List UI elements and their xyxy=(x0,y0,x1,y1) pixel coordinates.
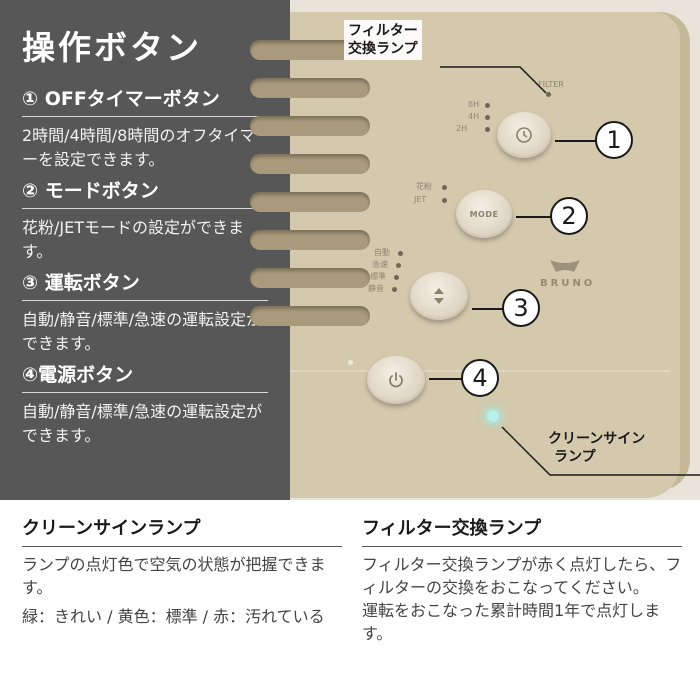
callout-line xyxy=(429,378,463,380)
filter-lamp-column: フィルター交換ランプ フィルター交換ランプが赤く点灯したら、フィルターの交換をお… xyxy=(362,516,682,651)
callout-3: 3 xyxy=(502,289,540,327)
grille-slat xyxy=(250,154,370,174)
clean-note-line2: ランプ xyxy=(554,449,596,465)
grille-slat xyxy=(250,230,370,250)
filter-lamp-para1: フィルター交換ランプが赤く点灯したら、フィルターの交換をおこなってください。 xyxy=(362,555,682,597)
timer-led xyxy=(485,115,490,120)
bottom-section: クリーンサインランプ ランプの点灯色で空気の状態が把握できます。 緑：きれい /… xyxy=(0,500,700,690)
callout-line xyxy=(516,216,552,218)
section-body: 花粉/JETモードの設定ができます。 xyxy=(22,218,244,261)
operation-panel: 操作ボタン ① OFFタイマーボタン 2時間/4時間/8時間のオフタイマーを設定… xyxy=(0,0,290,500)
clean-note-line1: クリーンサイン xyxy=(548,431,646,447)
speed-label-standard: 標準 xyxy=(370,272,386,281)
clean-sign-body: ランプの点灯色で空気の状態が把握できます。 緑：きれい / 黄色：標準 / 赤：… xyxy=(22,553,342,628)
callout-4: 4 xyxy=(461,359,499,397)
mode-led xyxy=(442,185,447,190)
clock-icon xyxy=(516,127,532,143)
section-heading: ② モードボタン xyxy=(22,178,268,209)
grille-slat xyxy=(250,192,370,212)
panel-title: 操作ボタン xyxy=(22,28,202,67)
clean-pointer-line xyxy=(501,426,700,476)
run-button[interactable] xyxy=(410,272,468,320)
callout-line xyxy=(472,308,504,310)
speed-led xyxy=(394,275,399,280)
brand-logo-mark xyxy=(550,260,580,272)
section-mode: ② モードボタン 花粉/JETモードの設定ができます。 xyxy=(22,178,268,264)
filter-lamp-note: フィルター 交換ランプ xyxy=(344,20,422,60)
filter-led xyxy=(546,92,551,97)
power-button[interactable] xyxy=(367,356,425,404)
section-body: 自動/静音/標準/急速の運転設定ができます。 xyxy=(22,310,263,353)
grille-slat xyxy=(250,40,370,60)
section-body: 2時間/4時間/8時間のオフタイマーを設定できます。 xyxy=(22,126,256,169)
timer-led xyxy=(485,103,490,108)
speed-led xyxy=(396,263,401,268)
clean-sign-para1: ランプの点灯色で空気の状態が把握できます。 xyxy=(22,555,326,597)
filter-note-line2: 交換ランプ xyxy=(348,41,418,57)
speed-led xyxy=(398,251,403,256)
grille-slat xyxy=(250,268,370,288)
section-heading: ③ 運転ボタン xyxy=(22,270,268,301)
section-run: ③ 運転ボタン 自動/静音/標準/急速の運転設定ができます。 xyxy=(22,270,268,356)
filter-indicator-label: FILTER xyxy=(538,80,564,89)
section-heading: ④電源ボタン xyxy=(22,362,268,393)
callout-1: 1 xyxy=(595,121,633,159)
brand-name: BRUNO xyxy=(540,278,596,289)
speed-label-turbo: 急速 xyxy=(372,260,388,269)
grille-slat xyxy=(250,78,370,98)
filter-note-line1: フィルター xyxy=(348,23,418,39)
grille-slat xyxy=(250,116,370,136)
speed-label-quiet: 静音 xyxy=(368,284,384,293)
power-icon xyxy=(389,372,403,388)
mode-label-jet: JET xyxy=(414,195,427,204)
callout-2: 2 xyxy=(550,197,588,235)
clean-sign-column: クリーンサインランプ ランプの点灯色で空気の状態が把握できます。 緑：きれい /… xyxy=(22,516,342,634)
filter-lamp-body: フィルター交換ランプが赤く点灯したら、フィルターの交換をおこなってください。 運… xyxy=(362,553,682,645)
mode-button[interactable]: MODE xyxy=(456,190,512,238)
top-section: 操作ボタン ① OFFタイマーボタン 2時間/4時間/8時間のオフタイマーを設定… xyxy=(0,0,700,500)
timer-led xyxy=(485,127,490,132)
clean-lamp-note: クリーンサイン ランプ xyxy=(544,428,649,468)
air-grille xyxy=(250,40,370,340)
section-body: 自動/静音/標準/急速の運転設定ができます。 xyxy=(22,402,263,445)
speed-led xyxy=(392,287,397,292)
timer-label-4h: 4H xyxy=(468,112,480,121)
clean-sign-para2: 緑：きれい / 黄色：標準 / 赤：汚れている xyxy=(22,607,325,626)
timer-label-8h: 8H xyxy=(468,100,480,109)
speed-label-auto: 自動 xyxy=(374,248,390,257)
device-photo: FILTER 8H 4H 2H 花粉 JET MODE 自動 急速 標準 静音 xyxy=(250,0,700,500)
up-down-arrow-icon xyxy=(434,288,444,304)
power-led xyxy=(348,360,353,365)
section-power: ④電源ボタン 自動/静音/標準/急速の運転設定ができます。 xyxy=(22,362,268,448)
clean-sign-heading: クリーンサインランプ xyxy=(22,516,342,547)
section-heading: ① OFFタイマーボタン xyxy=(22,86,268,117)
filter-lamp-para2: 運転をおこなった累計時間1年で点灯します。 xyxy=(362,601,661,643)
filter-pointer-line xyxy=(440,66,547,94)
mode-led xyxy=(442,198,447,203)
timer-label-2h: 2H xyxy=(456,124,468,133)
filter-lamp-heading: フィルター交換ランプ xyxy=(362,516,682,547)
timer-button[interactable] xyxy=(497,112,551,158)
mode-label-pollen: 花粉 xyxy=(416,182,432,191)
grille-slat xyxy=(250,306,370,326)
mode-button-text: MODE xyxy=(469,209,499,219)
callout-line xyxy=(555,140,597,142)
section-timer: ① OFFタイマーボタン 2時間/4時間/8時間のオフタイマーを設定できます。 xyxy=(22,86,268,172)
clean-sign-led xyxy=(487,410,499,422)
